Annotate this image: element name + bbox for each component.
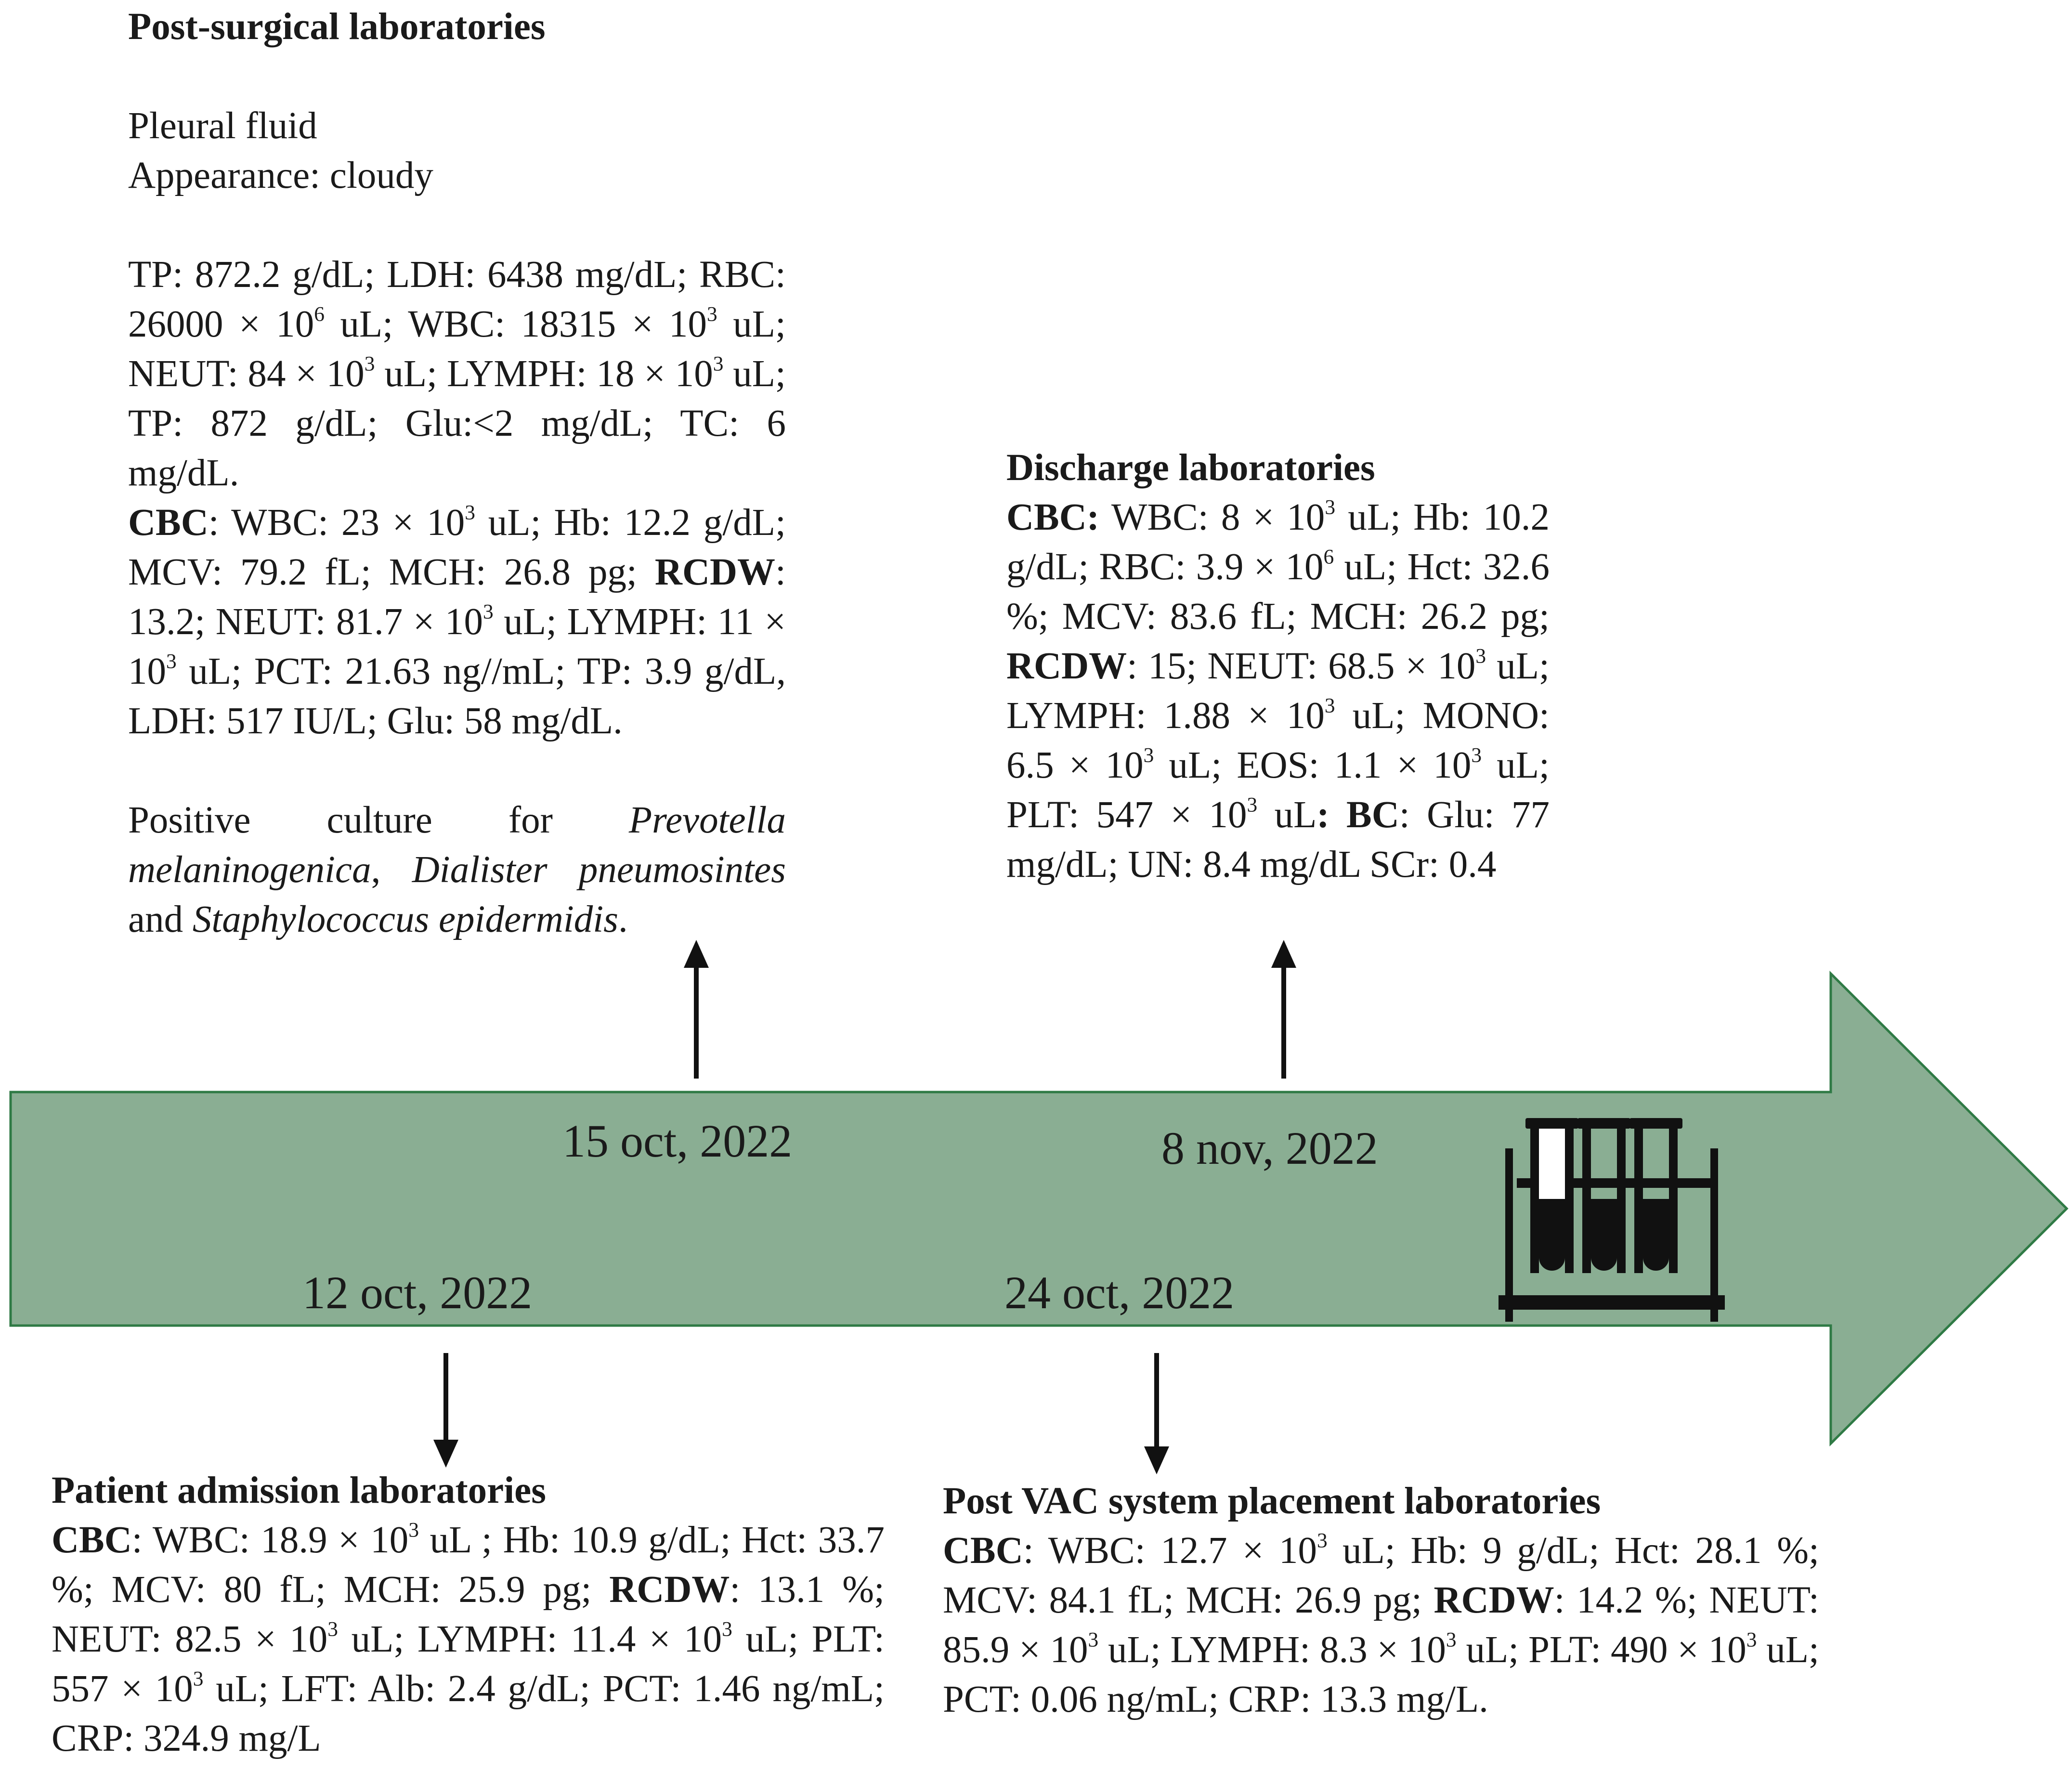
- patient-admission-laboratories: Patient admission laboratories CBC: WBC:…: [52, 1466, 885, 1763]
- date-oct15: 15 oct, 2022: [562, 1115, 793, 1167]
- post-surgical-title: Post-surgical laboratories: [128, 6, 546, 48]
- admission-results: CBC: WBC: 18.9 × 103 uL ; Hb: 10.9 g/dL;…: [52, 1518, 885, 1759]
- post-surgical-cbc-results: CBC: WBC: 23 × 103 uL; Hb: 12.2 g/dL; MC…: [128, 501, 786, 742]
- post-surgical-laboratories: Post-surgical laboratories Pleural fluid…: [128, 2, 786, 944]
- timeline-arrow: [9, 970, 2069, 1447]
- appearance-text: Appearance: cloudy: [128, 155, 433, 196]
- post-vac-results: CBC: WBC: 12.7 × 103 uL; Hb: 9 g/dL; Hct…: [943, 1529, 1819, 1720]
- discharge-results: CBC: WBC: 8 × 103 uL; Hb: 10.2 g/dL; RBC…: [1006, 495, 1550, 885]
- discharge-title: Discharge laboratories: [1006, 447, 1375, 489]
- connector-arrow-nov8: [1271, 940, 1296, 1079]
- post-vac-title: Post VAC system placement laboratories: [943, 1480, 1601, 1522]
- date-nov8: 8 nov, 2022: [1161, 1122, 1378, 1174]
- test-tubes-rack-icon: [1499, 1118, 1725, 1322]
- culture-results: Positive culture for Prevotella melanino…: [128, 799, 786, 940]
- connector-arrow-oct15: [684, 940, 709, 1079]
- connector-arrow-oct24: [1144, 1353, 1169, 1474]
- discharge-laboratories: Discharge laboratories CBC: WBC: 8 × 103…: [1006, 443, 1550, 885]
- pleural-fluid-results: TP: 872.2 g/dL; LDH: 6438 mg/dL; RBC: 26…: [128, 254, 786, 494]
- admission-title: Patient admission laboratories: [52, 1470, 546, 1511]
- date-oct24: 24 oct, 2022: [1004, 1267, 1235, 1318]
- connector-arrow-oct12: [433, 1353, 458, 1468]
- pleural-fluid-label: Pleural fluid: [128, 105, 317, 147]
- date-oct12: 12 oct, 2022: [302, 1267, 533, 1318]
- post-vac-laboratories: Post VAC system placement laboratories C…: [943, 1476, 1819, 1724]
